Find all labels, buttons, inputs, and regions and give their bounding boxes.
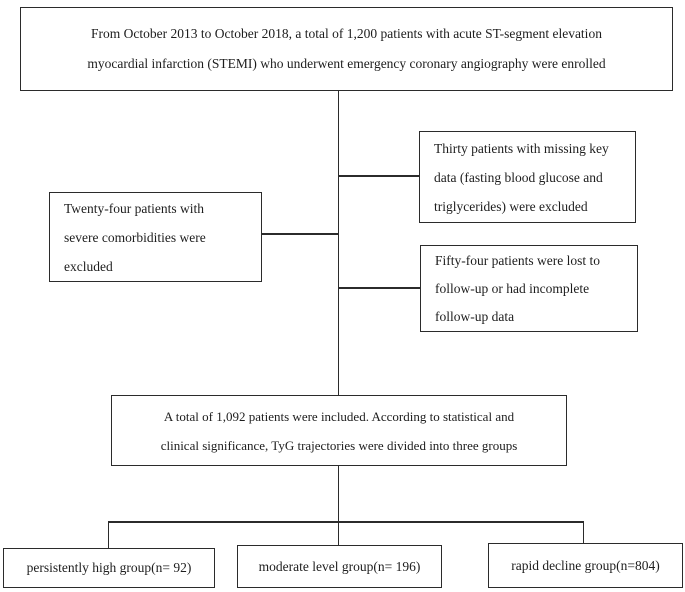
missing-data-exclusion-box: Thirty patients with missing key data (f… xyxy=(419,131,636,223)
comorbidity-line-2: severe comorbidities were xyxy=(64,229,206,245)
group-persistently-high-box: persistently high group(n= 92) xyxy=(3,548,215,588)
connector-drop-right xyxy=(582,521,584,544)
comorbidity-line-1: Twenty-four patients with xyxy=(64,200,205,216)
connector-spine-top xyxy=(337,91,339,395)
included-line-2: clinical significance, TyG trajectories … xyxy=(160,437,518,453)
enrollment-line-1: From October 2013 to October 2018, a tot… xyxy=(91,26,602,41)
connector-spine-bottom xyxy=(337,466,339,545)
missing-data-line-1: Thirty patients with missing key xyxy=(434,140,609,156)
connector-branch-horizontal xyxy=(108,521,584,523)
group-rapid-decline-label: rapid decline group(n=804) xyxy=(511,557,660,573)
lost-followup-line-2: follow-up or had incomplete xyxy=(435,280,590,296)
enrollment-box: From October 2013 to October 2018, a tot… xyxy=(20,7,673,91)
lost-followup-line-1: Fifty-four patients were lost to xyxy=(435,252,600,268)
group-rapid-decline-box: rapid decline group(n=804) xyxy=(488,543,683,588)
missing-data-line-3: triglycerides) were excluded xyxy=(434,198,588,214)
comorbidity-exclusion-box: Twenty-four patients with severe comorbi… xyxy=(49,192,262,282)
lost-followup-line-3: follow-up data xyxy=(435,308,515,324)
enrollment-line-2: myocardial infarction (STEMI) who underw… xyxy=(87,56,606,71)
included-line-1: A total of 1,092 patients were included.… xyxy=(163,408,515,424)
connector-to-comorbidity xyxy=(262,233,338,235)
group-moderate-level-box: moderate level group(n= 196) xyxy=(237,545,442,588)
connector-to-lost-followup xyxy=(338,287,420,289)
comorbidity-line-3: excluded xyxy=(64,258,113,274)
missing-data-line-2: data (fasting blood glucose and xyxy=(434,169,603,185)
included-patients-box: A total of 1,092 patients were included.… xyxy=(111,395,567,466)
group-moderate-level-label: moderate level group(n= 196) xyxy=(258,558,421,574)
group-persistently-high-label: persistently high group(n= 92) xyxy=(26,560,192,575)
lost-followup-exclusion-box: Fifty-four patients were lost to follow-… xyxy=(420,245,638,332)
connector-to-missing-data xyxy=(338,175,419,177)
connector-drop-left xyxy=(107,521,109,548)
